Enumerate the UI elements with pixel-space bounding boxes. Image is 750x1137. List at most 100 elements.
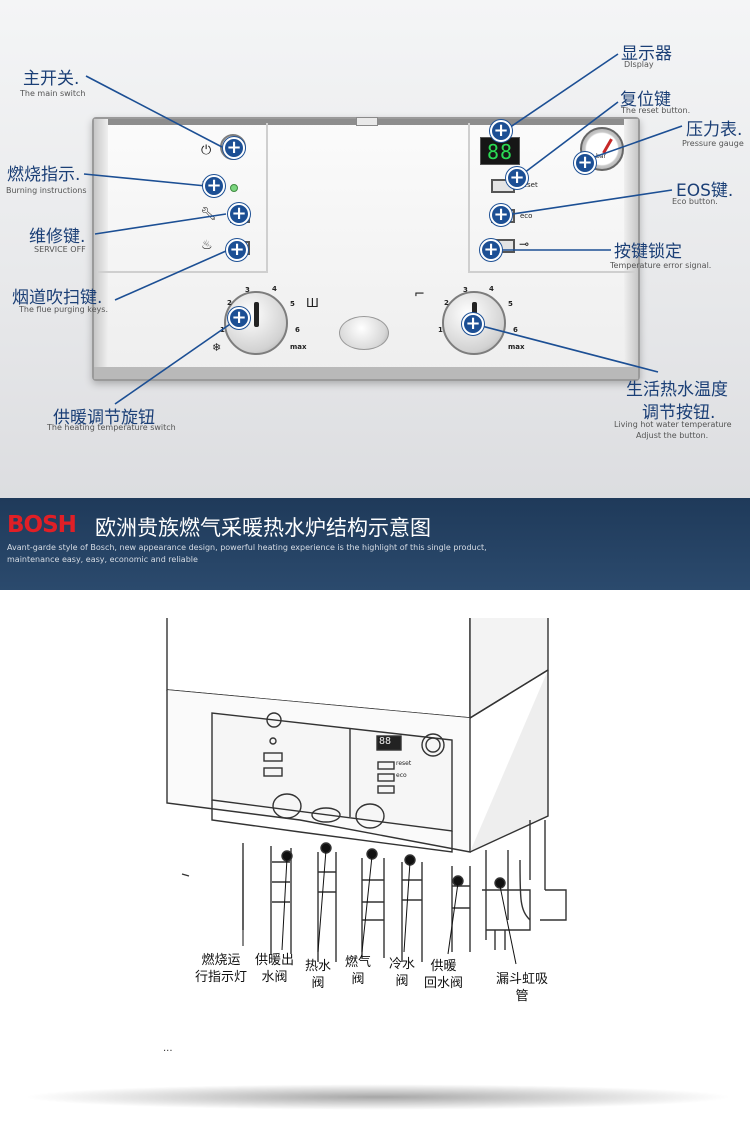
heating-tick-3: 3: [245, 286, 250, 294]
dhw-tick-3: 3: [463, 286, 468, 294]
label-heating-out: 供暖出 水阀: [255, 952, 294, 986]
callout-dhw-knob-en-1: Living hot water temperature: [614, 420, 732, 429]
gauge-unit-label: bar: [596, 153, 606, 160]
marker-eos: +: [490, 204, 512, 226]
heating-max-label: max: [290, 343, 307, 351]
heating-tick-2: 2: [227, 299, 232, 307]
leader-pressure: [585, 125, 683, 161]
marker-main-switch: +: [223, 137, 245, 159]
dhw-tick-2: 2: [444, 299, 449, 307]
dhw-tick-4: 4: [489, 285, 494, 293]
leader-heating-knob: [114, 319, 237, 405]
label-gas-line1: 燃气: [345, 955, 372, 970]
callout-flue-en: The flue purging keys.: [19, 305, 108, 314]
callout-eos-en: Eco button.: [672, 197, 718, 206]
dhw-tick-6: 6: [513, 326, 518, 334]
power-icon: ⏻: [201, 143, 212, 158]
label-cold-water-line1: 冷水: [389, 957, 416, 972]
marker-heating-knob: +: [228, 307, 250, 329]
banner-subtitle-2: maintenance easy, easy, economic and rel…: [7, 555, 198, 564]
label-heating-out-line1: 供暖出: [255, 953, 295, 968]
label-siphon-line2: 管: [515, 989, 529, 1004]
callout-lock-zh: 按键锁定: [614, 242, 682, 262]
dhw-max-label: max: [508, 343, 525, 351]
leader-flue: [114, 250, 227, 301]
callout-reset-en: The reset button.: [621, 106, 691, 115]
leader-burning: [83, 173, 207, 187]
diagram-display-value: 88: [379, 736, 392, 747]
leader-service: [94, 213, 227, 235]
leader-dhw-knob: [473, 323, 659, 373]
label-siphon: 漏斗虹吸 管: [496, 971, 548, 1005]
label-heating-return-line1: 供暖: [430, 959, 457, 974]
callout-flue-zh: 烟道吹扫键.: [12, 288, 103, 308]
heating-tick-5: 5: [290, 300, 295, 308]
diagram-eco-button: [377, 773, 395, 782]
diagram-reset-button: [377, 761, 395, 770]
marker-service: +: [228, 203, 250, 225]
callout-pressure-zh: 压力表.: [686, 120, 743, 140]
callout-service-zh: 维修键.: [29, 227, 86, 247]
marker-reset: +: [506, 167, 528, 189]
leader-display: [505, 53, 619, 131]
leader-eos: [505, 189, 673, 216]
boiler-line-drawing: [166, 618, 567, 965]
diagram-eco-label: eco: [396, 772, 407, 779]
title-banner: BOSH 欧洲贵族燃气采暖热水炉结构示意图 Avant-garde style …: [0, 498, 750, 590]
callout-lock-en: Temperature error signal.: [610, 261, 712, 270]
radiator-icon: Ш: [306, 296, 319, 310]
diagram-power-button: [266, 712, 282, 728]
diagram-heating-knob: [272, 793, 302, 819]
dhw-tick-1: 1: [438, 326, 443, 334]
control-tray: [211, 800, 453, 853]
label-indicator: 燃烧运 行指示灯: [195, 952, 247, 986]
leader-main-switch: [85, 75, 223, 148]
diagram-lock-button: [377, 785, 395, 794]
marker-flue: +: [226, 239, 248, 261]
marker-display: +: [490, 120, 512, 142]
label-heating-out-line2: 水阀: [261, 970, 288, 985]
marker-lock: +: [480, 239, 502, 261]
marker-burning: +: [203, 175, 225, 197]
panel-left-shade: [94, 119, 108, 379]
marker-dhw-knob: +: [462, 313, 484, 335]
tap-icon: ⌐: [414, 287, 425, 302]
heating-tick-6: 6: [295, 326, 300, 334]
center-oval-button[interactable]: [339, 316, 389, 350]
diagram-service-button: [263, 752, 283, 762]
label-cold-water-line2: 阀: [395, 974, 409, 989]
floor-shadow: [22, 1084, 734, 1110]
callout-burning-en: Burning instructions: [6, 186, 87, 195]
label-hot-water-line2: 阀: [311, 976, 325, 991]
right-control-box: [468, 123, 636, 273]
callout-heating-knob-en: The heating temperature switch: [47, 423, 176, 432]
label-siphon-line1: 漏斗虹吸: [496, 972, 549, 987]
heating-tick-4: 4: [272, 285, 277, 293]
label-leaders: [242, 849, 517, 965]
structure-diagram-section: 燃烧运 行指示灯 供暖出 水阀 热水 阀 燃气 阀 冷水 阀 供暖 回水阀 漏斗…: [0, 590, 750, 1137]
callout-display-en: DIsplay: [624, 60, 654, 69]
burning-led: [230, 184, 238, 192]
left-control-box: [98, 123, 268, 273]
chimney-icon: ♨: [201, 238, 213, 253]
callout-dhw-knob-zh-2: 调节按钮.: [642, 403, 716, 423]
diagram-gauge: [421, 733, 445, 757]
control-panel-section: ⏻ 🔥︎ 🔧︎ ♨ 1 2 3 4 5 6 max ❄ Ш 88: [0, 0, 750, 498]
stray-mark: [181, 873, 190, 877]
label-heating-return-line2: 回水阀: [424, 976, 464, 991]
callout-eos-zh: EOS键.: [676, 181, 734, 201]
callout-burning-zh: 燃烧指示.: [7, 165, 81, 185]
callout-leader-lines: [83, 53, 683, 405]
boiler-side-lower: [469, 670, 549, 853]
dhw-tick-5: 5: [508, 300, 513, 308]
label-gas: 燃气 阀: [345, 954, 371, 988]
trailing-ellipsis: ...: [163, 1043, 173, 1054]
brand-logo: BOSH: [7, 512, 77, 538]
callout-dhw-knob-zh-1: 生活热水温度: [626, 380, 728, 400]
panel-notch: [356, 117, 378, 126]
leader-reset: [519, 101, 619, 177]
callout-main-switch-en: The main switch: [20, 89, 86, 98]
diagram-oval-button: [311, 807, 341, 823]
callout-heating-knob-zh: 供暖调节旋钮: [53, 408, 155, 428]
